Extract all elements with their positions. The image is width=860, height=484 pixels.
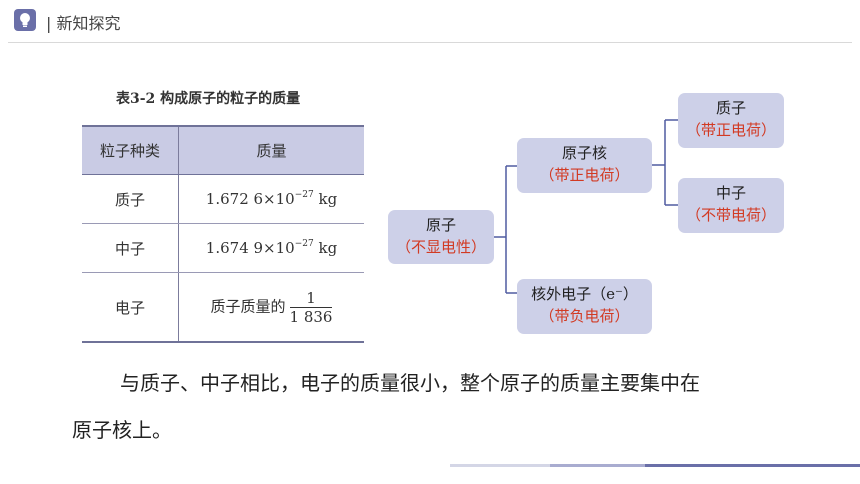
decor-bar-light: [450, 464, 550, 467]
lightbulb-icon: [14, 9, 36, 31]
page-header: | 新知探究: [0, 0, 860, 44]
neutron-label: 中子: [715, 184, 746, 202]
cell-mass: 1.672 6×10−27 kg: [178, 174, 364, 224]
mass-base: 1.672 6×10: [205, 190, 295, 208]
electron-label: 核外电子（e⁻）: [531, 285, 638, 303]
atom-label: 原子: [425, 216, 456, 234]
nucleus-note: （带正电荷）: [539, 166, 630, 184]
header-divider: [8, 42, 852, 43]
electron-note: （带负电荷）: [539, 307, 630, 325]
paragraph-line-2: 原子核上。: [72, 418, 172, 442]
nucleus-node: 原子核 （带正电荷）: [517, 138, 652, 193]
cell-particle: 质子: [82, 174, 179, 224]
header-particle-type: 粒子种类: [82, 125, 179, 175]
mass-exponent: −27: [294, 190, 314, 200]
cell-mass: 1.674 9×10−27 kg: [178, 223, 364, 273]
proton-node: 质子 （带正电荷）: [678, 93, 784, 148]
mass-exponent: −27: [294, 239, 314, 249]
mass-base: 1.674 9×10: [205, 239, 295, 257]
section-title: | 新知探究: [46, 14, 121, 33]
atom-note: （不显电性）: [395, 238, 486, 256]
mass-prefix: 质子质量的: [210, 297, 286, 315]
header-mass: 质量: [178, 125, 364, 175]
cell-particle: 中子: [82, 223, 179, 273]
proton-note: （带正电荷）: [685, 121, 776, 139]
nucleus-label: 原子核: [561, 144, 607, 162]
neutron-note: （不带电荷）: [685, 206, 776, 224]
table-row: 质子 1.672 6×10−27 kg: [82, 174, 364, 224]
cell-particle: 电子: [82, 272, 179, 343]
table-header-row: 粒子种类 质量: [82, 125, 364, 175]
particle-mass-table: 粒子种类 质量 质子 1.672 6×10−27 kg 中子 1.674 9×1…: [82, 125, 364, 343]
neutron-node: 中子 （不带电荷）: [678, 178, 784, 233]
atom-node: 原子 （不显电性）: [388, 210, 494, 264]
mass-unit: kg: [313, 239, 338, 257]
decor-bar-dark: [645, 464, 860, 467]
table-row: 中子 1.674 9×10−27 kg: [82, 223, 364, 273]
electron-node: 核外电子（e⁻） （带负电荷）: [517, 279, 652, 334]
paragraph-line-1: 与质子、中子相比，电子的质量很小，整个原子的质量主要集中在: [120, 371, 700, 395]
fraction-numerator: 1: [289, 289, 333, 308]
table-caption: 表3-2 构成原子的粒子的质量: [116, 91, 301, 107]
proton-label: 质子: [715, 99, 746, 117]
decor-bar-mid: [550, 464, 645, 467]
fraction-denominator: 1 836: [289, 307, 333, 326]
mass-unit: kg: [313, 190, 338, 208]
